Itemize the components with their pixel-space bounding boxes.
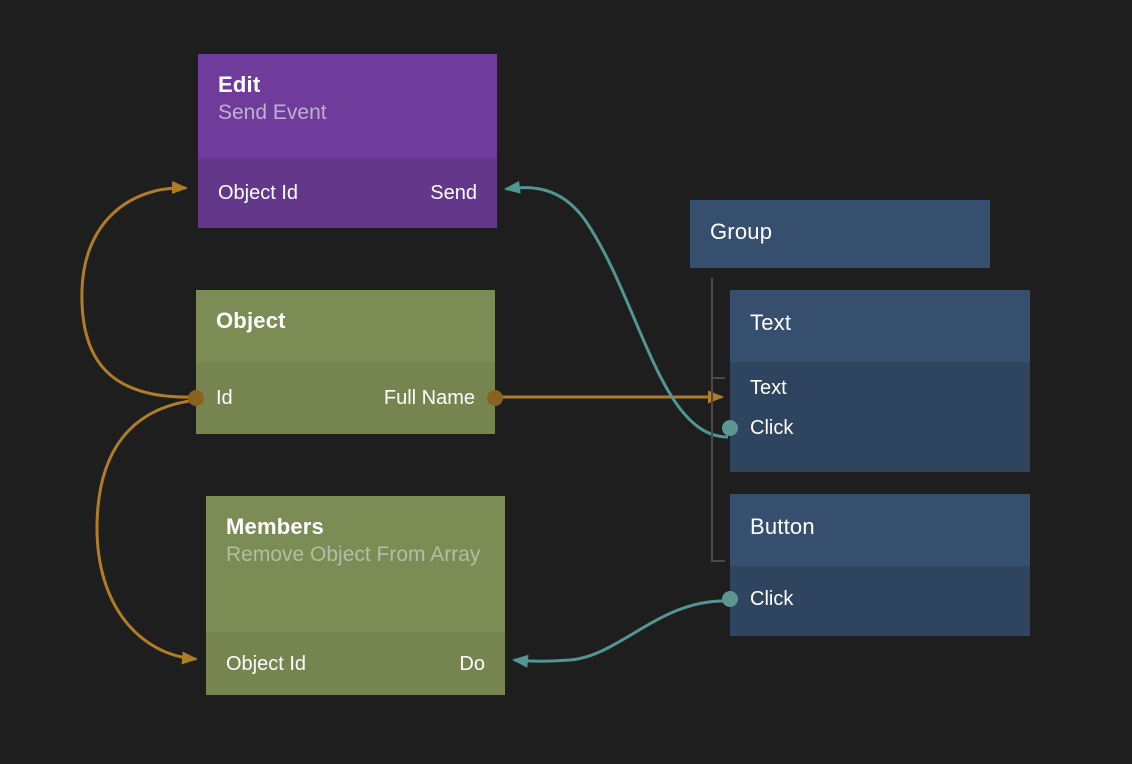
node-text-body: Text Click xyxy=(722,362,1030,472)
node-button-row-click-label: Click xyxy=(750,587,794,610)
node-members-title: Members xyxy=(226,514,324,539)
edge-button-click-to-members-do xyxy=(512,599,728,668)
node-text-row-text-label: Text xyxy=(750,376,787,399)
node-object-body: Id Full Name xyxy=(188,362,503,434)
edge-object-id-to-members-object-id xyxy=(95,398,198,665)
node-object-header: Object xyxy=(196,290,495,362)
node-text-port-row-click: Click xyxy=(722,408,1030,448)
node-object-output-label: Full Name xyxy=(383,386,475,409)
node-text-port-row-text: Text xyxy=(730,368,1030,408)
node-button-header: Button xyxy=(730,494,1030,566)
node-members-subtitle: Remove Object From Array xyxy=(226,542,481,566)
node-button-body: Click xyxy=(722,566,1030,636)
group-tree-branch-button xyxy=(711,560,725,562)
node-members-port-row: Object Id Do xyxy=(206,642,505,686)
node-object-title: Object xyxy=(216,308,286,333)
node-edit-body: Object Id Send xyxy=(198,158,497,228)
node-edit-title: Edit xyxy=(218,72,261,97)
node-group-title: Group xyxy=(710,219,773,244)
node-members[interactable]: Members Remove Object From Array Object … xyxy=(206,496,505,695)
node-text-header: Text xyxy=(730,290,1030,362)
node-edit-port-row: Object Id Send xyxy=(198,171,497,215)
node-text-click-port-dot[interactable] xyxy=(722,420,738,436)
node-object-port-row: Id Full Name xyxy=(188,376,503,420)
node-button-title: Button xyxy=(750,514,815,539)
node-object-input-port-dot[interactable] xyxy=(188,390,204,406)
node-edit-header: Edit Send Event xyxy=(198,54,497,158)
node-members-input-label: Object Id xyxy=(226,652,307,675)
node-members-output-label: Do xyxy=(459,652,485,675)
node-group-header: Group xyxy=(690,200,990,268)
node-members-header: Members Remove Object From Array xyxy=(206,496,505,632)
node-text-title: Text xyxy=(750,310,792,335)
node-edit-output-label: Send xyxy=(430,181,477,204)
node-edit-input-label: Object Id xyxy=(218,181,299,204)
node-group[interactable]: Group xyxy=(690,200,990,268)
node-button-click-port-dot[interactable] xyxy=(722,591,738,607)
node-members-body: Object Id Do xyxy=(206,632,505,695)
node-text[interactable]: Text Text Click xyxy=(722,290,1030,472)
node-object-output-port-dot[interactable] xyxy=(487,390,503,406)
node-text-row-click-label: Click xyxy=(750,416,794,439)
node-object-input-label: Id xyxy=(216,386,233,409)
node-button-port-row-click: Click xyxy=(722,579,1030,619)
node-edit-subtitle: Send Event xyxy=(218,100,327,124)
node-edit[interactable]: Edit Send Event Object Id Send xyxy=(198,54,497,228)
group-tree-branch-text xyxy=(711,377,725,379)
node-object[interactable]: Object Id Full Name xyxy=(188,290,503,434)
group-tree-vertical-line xyxy=(711,278,713,562)
edge-object-id-to-edit-object-id xyxy=(80,181,197,399)
node-button[interactable]: Button Click xyxy=(722,494,1030,636)
